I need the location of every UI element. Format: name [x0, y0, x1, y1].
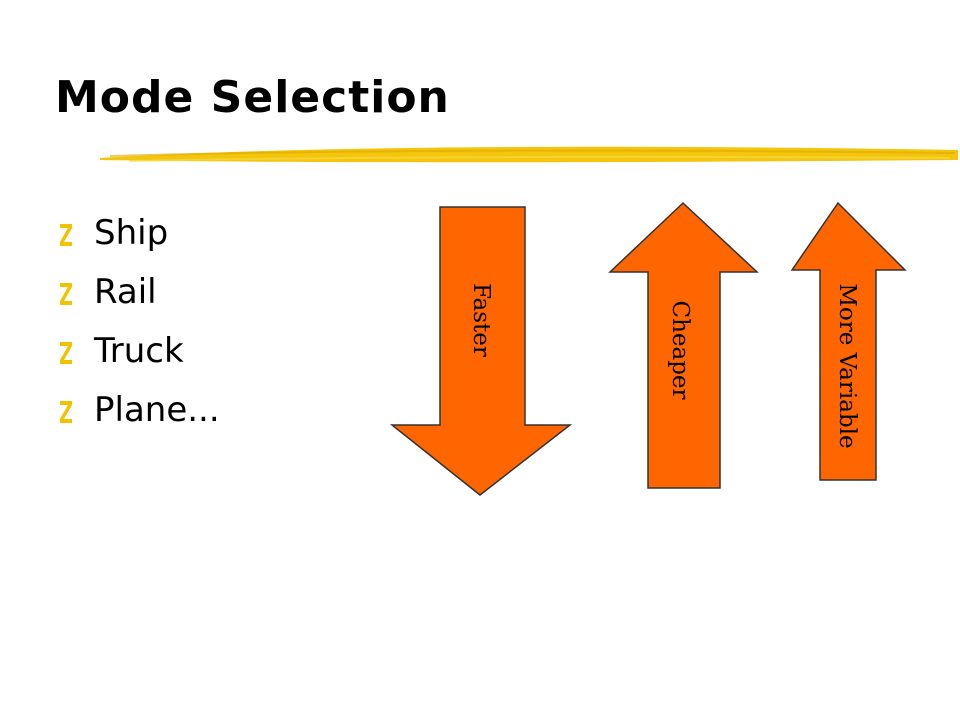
more-variable-arrow: More Variable	[790, 201, 907, 481]
bullet-label: Truck	[94, 331, 184, 371]
arrow-label-faster: Faster	[468, 283, 494, 357]
down-arrow-icon	[389, 206, 573, 496]
up-arrow-icon	[790, 201, 907, 481]
z-bullet-icon	[60, 283, 72, 305]
faster-arrow: Faster	[389, 206, 573, 496]
cheaper-arrow: Cheaper	[608, 201, 759, 489]
bullet-label: Ship	[94, 213, 169, 253]
slide-title: Mode Selection	[55, 72, 450, 123]
arrow-label-cheaper: Cheaper	[667, 300, 693, 399]
arrow-label-more-variable: More Variable	[834, 283, 860, 448]
z-bullet-icon	[60, 401, 72, 423]
up-arrow-icon	[608, 201, 759, 489]
z-bullet-icon	[60, 224, 72, 246]
bullet-label: Rail	[94, 272, 157, 312]
z-bullet-icon	[60, 342, 72, 364]
bullet-label: Plane...	[94, 390, 220, 430]
